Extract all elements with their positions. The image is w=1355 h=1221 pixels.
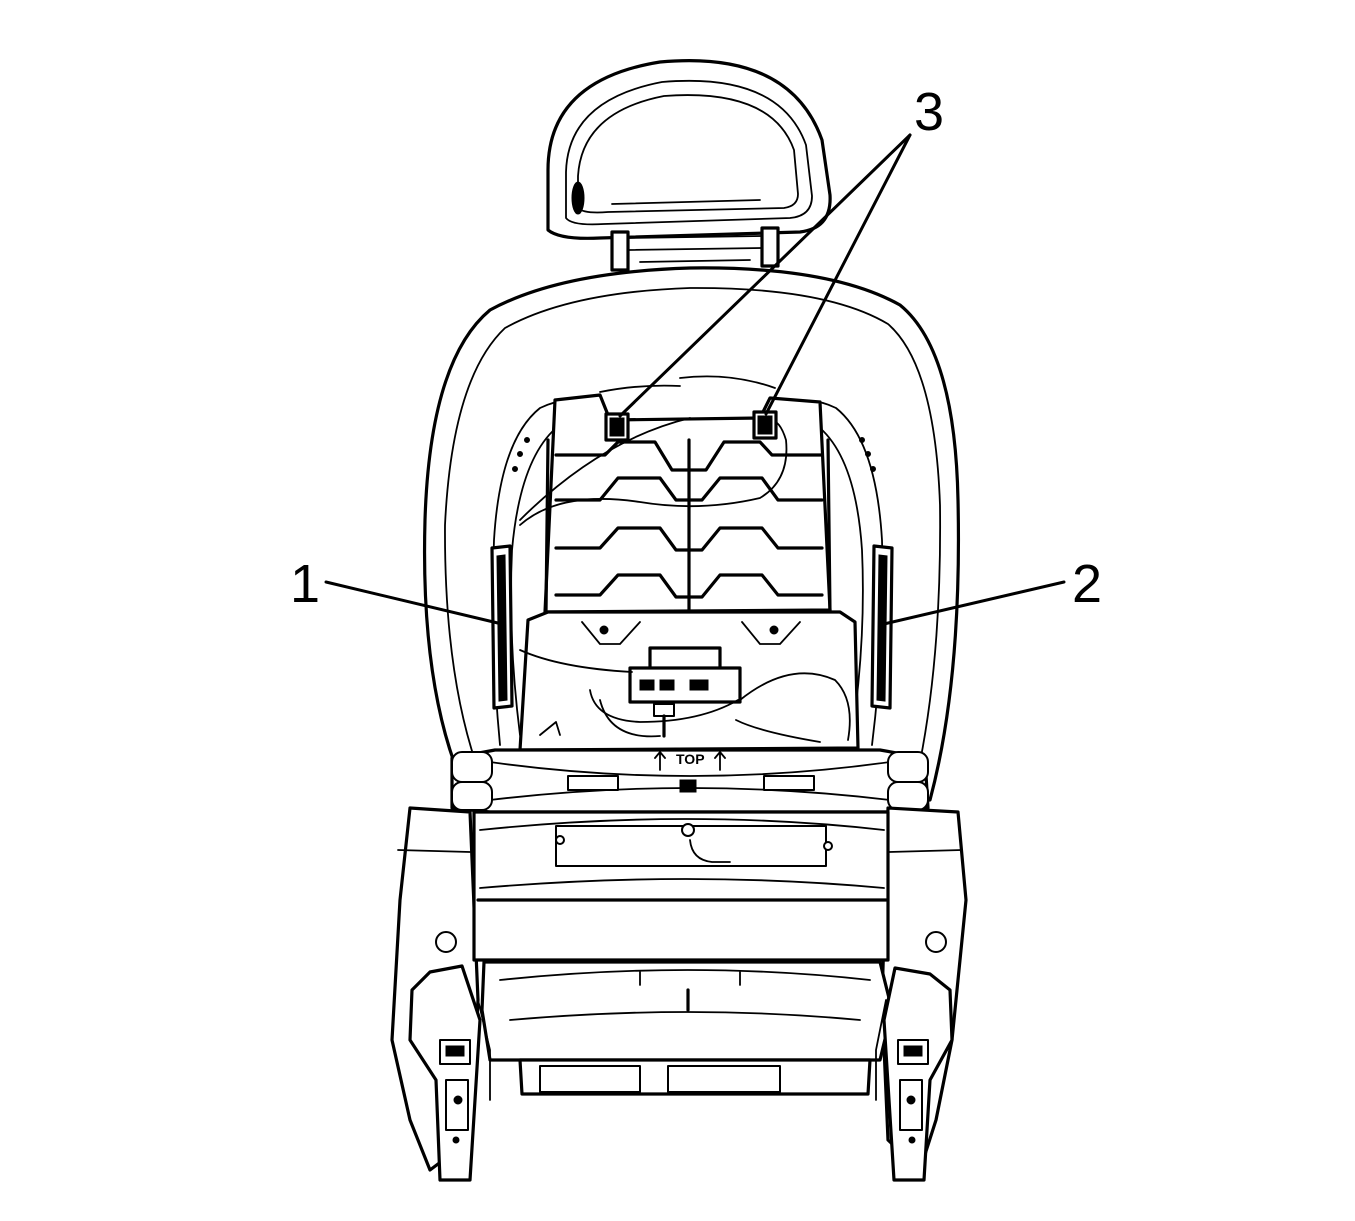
top-marking: TOP	[676, 751, 705, 767]
right-bolster	[795, 399, 894, 746]
spring-frame	[519, 393, 832, 614]
leader-line-2	[882, 580, 1066, 626]
leader-line-1	[324, 580, 504, 626]
clip-right	[752, 410, 778, 440]
left-bolster	[490, 399, 581, 746]
lower-crossbar: TOP	[450, 748, 930, 814]
sensor-panel	[518, 610, 860, 752]
callout-1: 1	[290, 554, 320, 614]
headrest	[546, 59, 832, 272]
clip-left	[604, 412, 630, 442]
leader-lines	[324, 133, 1066, 626]
leader-line-3b	[764, 133, 912, 416]
seat-base	[390, 806, 968, 1182]
callout-2: 2	[1072, 554, 1102, 614]
leader-line-3a	[618, 133, 912, 418]
callout-3: 3	[914, 82, 944, 142]
